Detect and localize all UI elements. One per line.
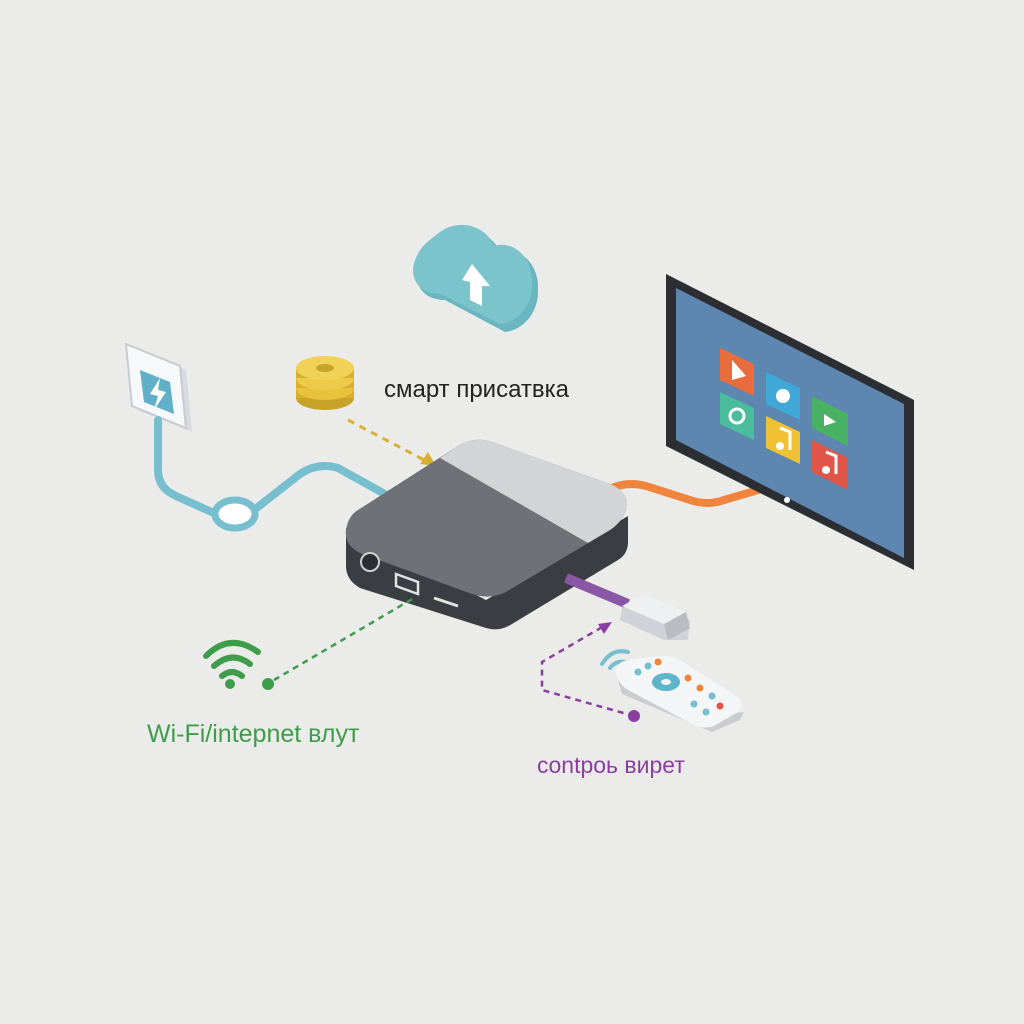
hdmi-cable xyxy=(600,480,776,507)
usb-dongle xyxy=(620,594,690,640)
usb-cable xyxy=(564,573,630,609)
photo-icon xyxy=(720,392,754,440)
coin-stack-icon xyxy=(296,356,354,410)
wifi-link xyxy=(273,596,415,682)
wifi-endpoint xyxy=(262,678,274,690)
wifi-label: Wi-Fi/intepnet влут xyxy=(147,720,360,748)
power-outlet-icon xyxy=(124,342,192,432)
remote-link xyxy=(540,624,635,718)
tv-display xyxy=(666,274,914,570)
device-label: смарт присатвка xyxy=(384,376,570,403)
power-cable xyxy=(154,416,396,518)
coin-arrow xyxy=(347,418,429,464)
music-icon xyxy=(812,440,848,490)
music-icon xyxy=(766,416,800,464)
remote-label: contpoь вирет xyxy=(537,752,685,778)
play-icon xyxy=(720,348,754,396)
cable-connector-ring xyxy=(211,496,259,532)
smart-box xyxy=(345,439,628,630)
remote-endpoint xyxy=(628,710,640,722)
cloud-upload-icon xyxy=(413,224,539,332)
camera-icon xyxy=(766,372,800,420)
chart-icon xyxy=(812,396,848,446)
remote-control xyxy=(616,655,744,732)
wifi-icon xyxy=(203,640,261,689)
